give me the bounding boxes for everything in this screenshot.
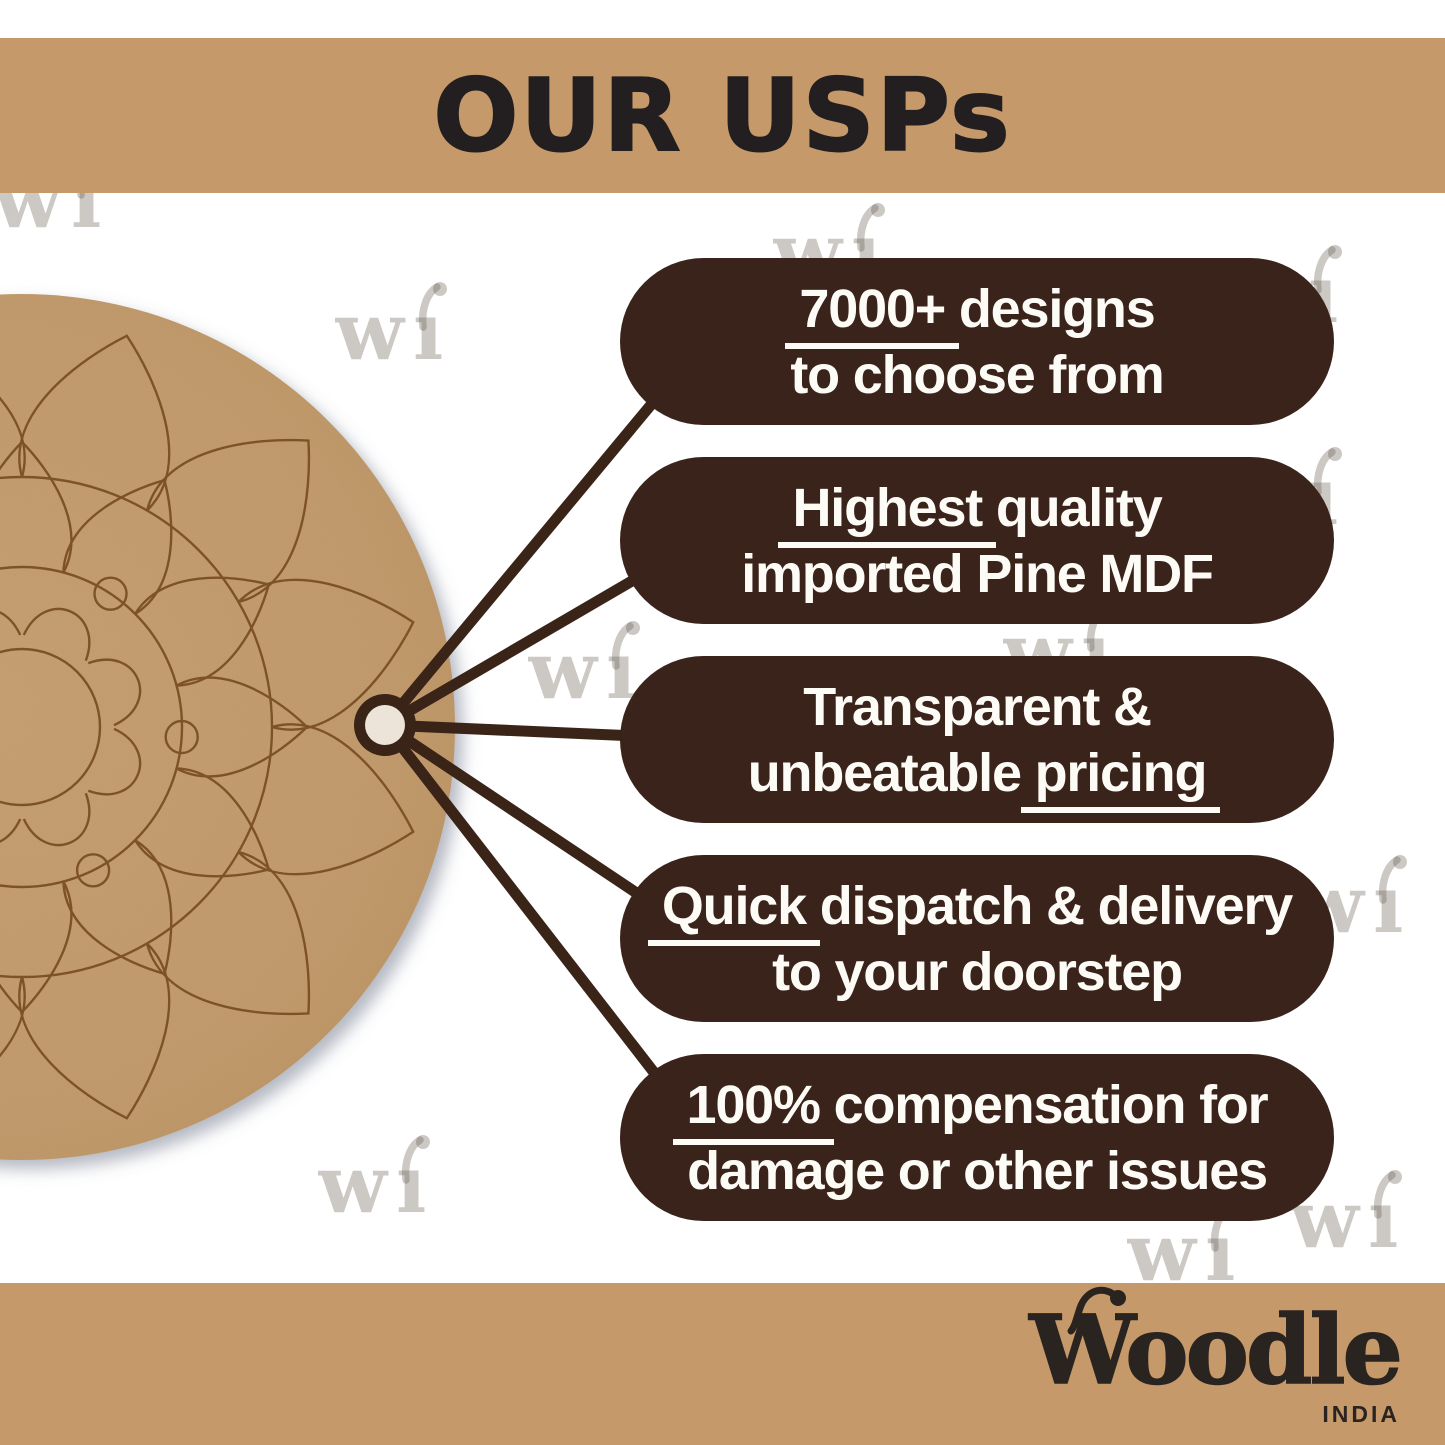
svg-text:ı: ı (413, 284, 443, 377)
usp-text-line: to choose from (790, 344, 1164, 405)
usp-text-line: 100% compensation for (672, 1072, 1269, 1145)
brand-country: INDIA (1322, 1401, 1400, 1427)
usp-text-line: 7000+ designs (785, 276, 1156, 349)
logo-swash-icon (1067, 1286, 1126, 1335)
usp-text-line: damage or other issues (687, 1140, 1268, 1201)
svg-text:w: w (318, 1137, 389, 1230)
page-title: OUR USPs (432, 56, 1012, 175)
connector-node (354, 694, 416, 756)
footer-band (0, 1283, 1445, 1445)
header-band (0, 38, 1445, 193)
brand-logo: Woodle INDIA (1029, 1295, 1404, 1427)
usp-pill-3: Transparent &unbeatable pricing (620, 656, 1334, 823)
brand-name: Woodle (1029, 1295, 1404, 1406)
usp-text-line: Quick dispatch & delivery (647, 873, 1293, 946)
svg-text:ı: ı (1368, 1172, 1398, 1265)
brand-watermark: w ı (318, 1135, 430, 1230)
brand-watermark: w ı (335, 282, 447, 377)
usp-text-line: Transparent & (803, 676, 1152, 737)
usp-text-line: to your doorstep (772, 941, 1183, 1002)
svg-text:ı: ı (396, 1137, 426, 1230)
mdf-mandala-board (0, 294, 455, 1160)
connector-line (379, 719, 710, 1143)
usp-text-line: unbeatable pricing (748, 740, 1221, 813)
usp-text-line: imported Pine MDF (741, 543, 1214, 604)
svg-text:w: w (335, 284, 406, 377)
svg-text:ı: ı (1373, 857, 1403, 950)
usp-text-line: Highest quality (778, 475, 1163, 548)
